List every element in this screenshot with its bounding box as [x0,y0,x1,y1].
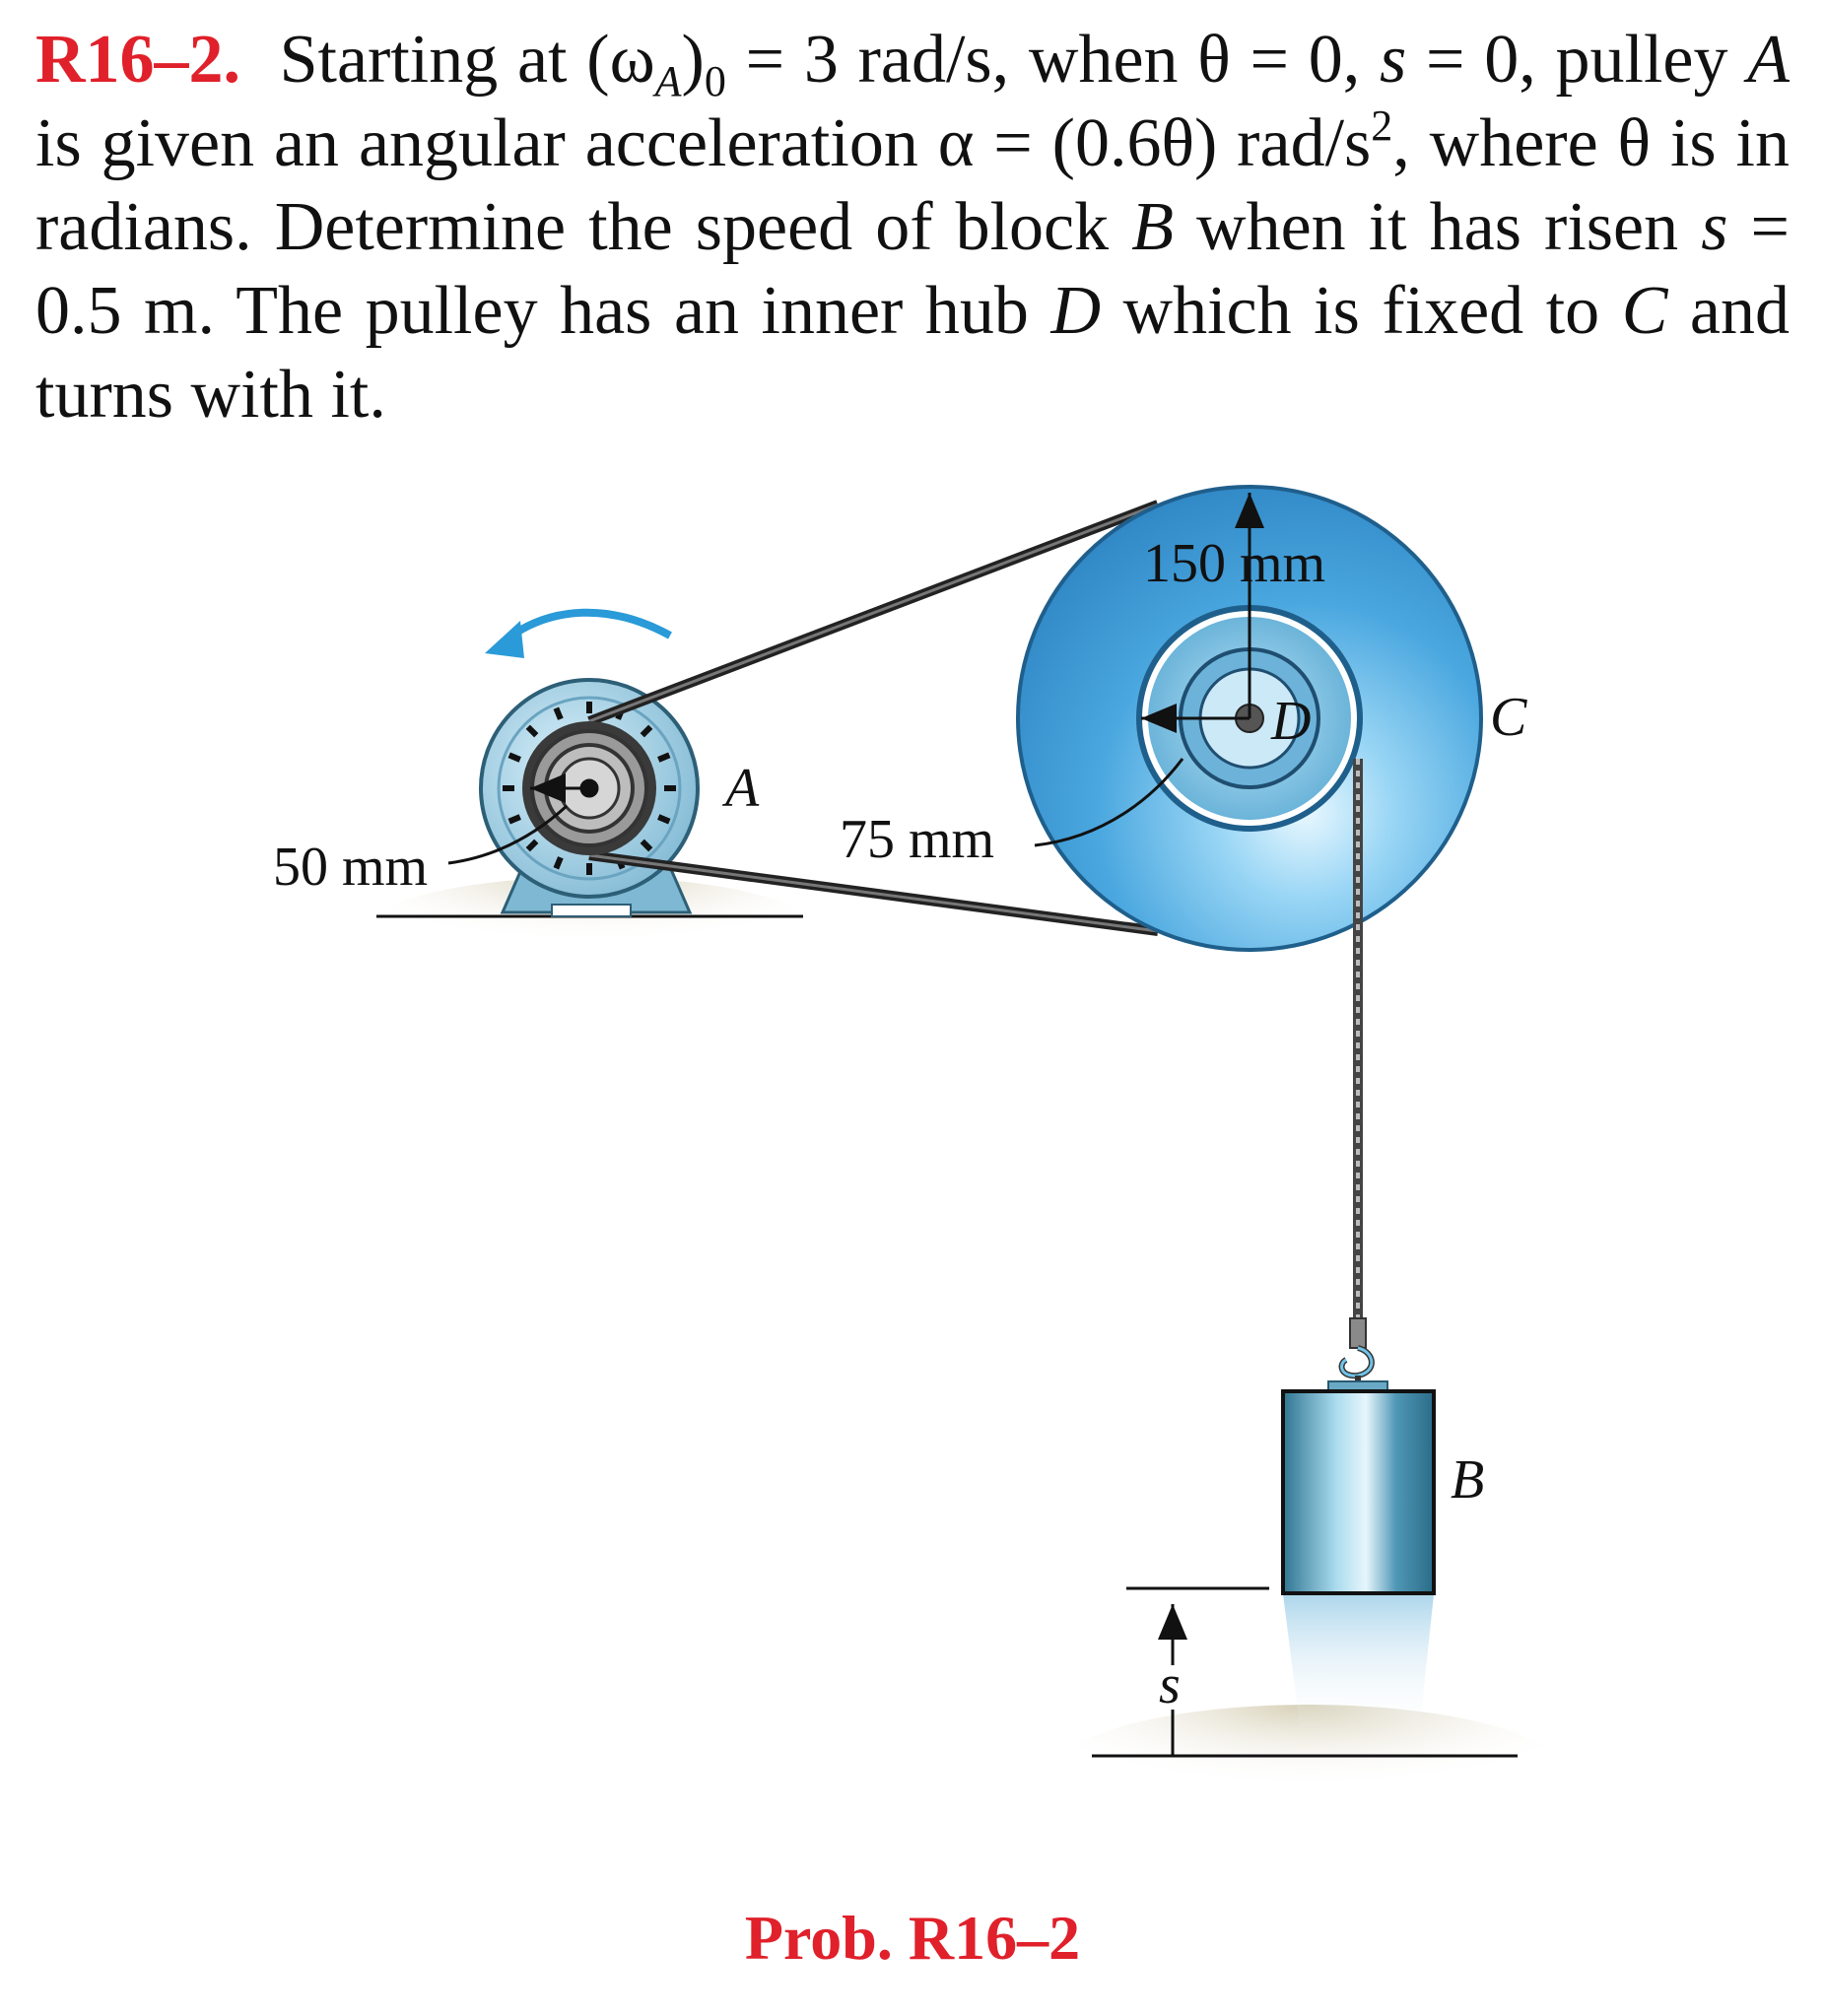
label-D: D [1270,691,1311,752]
text-segment: = 0, pulley [1406,22,1748,98]
label-A: A [721,758,760,819]
omega-initial-subscript: 0 [704,57,726,105]
drive-belt-highlight [588,503,1159,933]
motor-fin [525,724,539,738]
motor-fin [507,752,521,763]
motor-fin [657,752,671,763]
pulley-C-dimension [1034,493,1264,847]
pulley-figure: A 50 mm 75 mm 150 mm D C B s [273,485,1565,1843]
variable-s: s [1701,189,1728,265]
cable [1327,759,1388,1394]
motor-housing-rim [497,696,682,881]
text-segment: is given an angular acceleration α = (0.… [35,105,1372,181]
problem-number: R16–2. [35,22,241,98]
dimension-75mm: 75 mm [840,809,994,870]
motor-fin [525,839,539,852]
label-B: B [1451,1449,1484,1511]
variable-s: s [1380,22,1407,98]
figure-caption: Prob. R16–2 [744,1903,1081,1973]
motor-fin [657,814,671,825]
variable-C: C [1621,273,1668,349]
variable-D: D [1050,273,1101,349]
block-B [1281,1389,1436,1734]
text-segment: , where θ is in radians. Determine the s… [35,105,1791,265]
motor-fin [640,724,653,738]
label-s: s [1159,1654,1181,1715]
motor-fin [640,839,653,852]
label-C: C [1490,687,1527,748]
pulley-A-dimension [447,773,599,865]
alpha-superscript: 2 [1371,101,1393,150]
rotation-arrow [485,608,672,658]
text-segment: ) [681,22,705,98]
s-dimension [1126,1586,1269,1756]
omega-subscript: A [654,57,682,105]
dimension-50mm: 50 mm [273,837,428,898]
ground-right [1052,1705,1565,1843]
motor-fin [553,706,564,720]
dimension-150mm: 150 mm [1143,533,1325,594]
text-segment: Starting at (ω [279,22,655,98]
motor-fin [553,856,564,870]
text-segment: = 0.5 m. The pulley has an inner hub [35,189,1790,349]
variable-B: B [1131,189,1174,265]
text-segment: and turns with it. [35,273,1790,433]
problem-statement: R16–2. Starting at (ωA)0 = 3 rad/s, when… [35,18,1790,437]
variable-A: A [1747,22,1790,98]
motor-fin [507,814,521,825]
text-segment: when it has risen [1173,189,1702,265]
text-segment: which is fixed to [1101,273,1622,349]
text-segment: = 3 rad/s, when θ = 0, [725,22,1381,98]
